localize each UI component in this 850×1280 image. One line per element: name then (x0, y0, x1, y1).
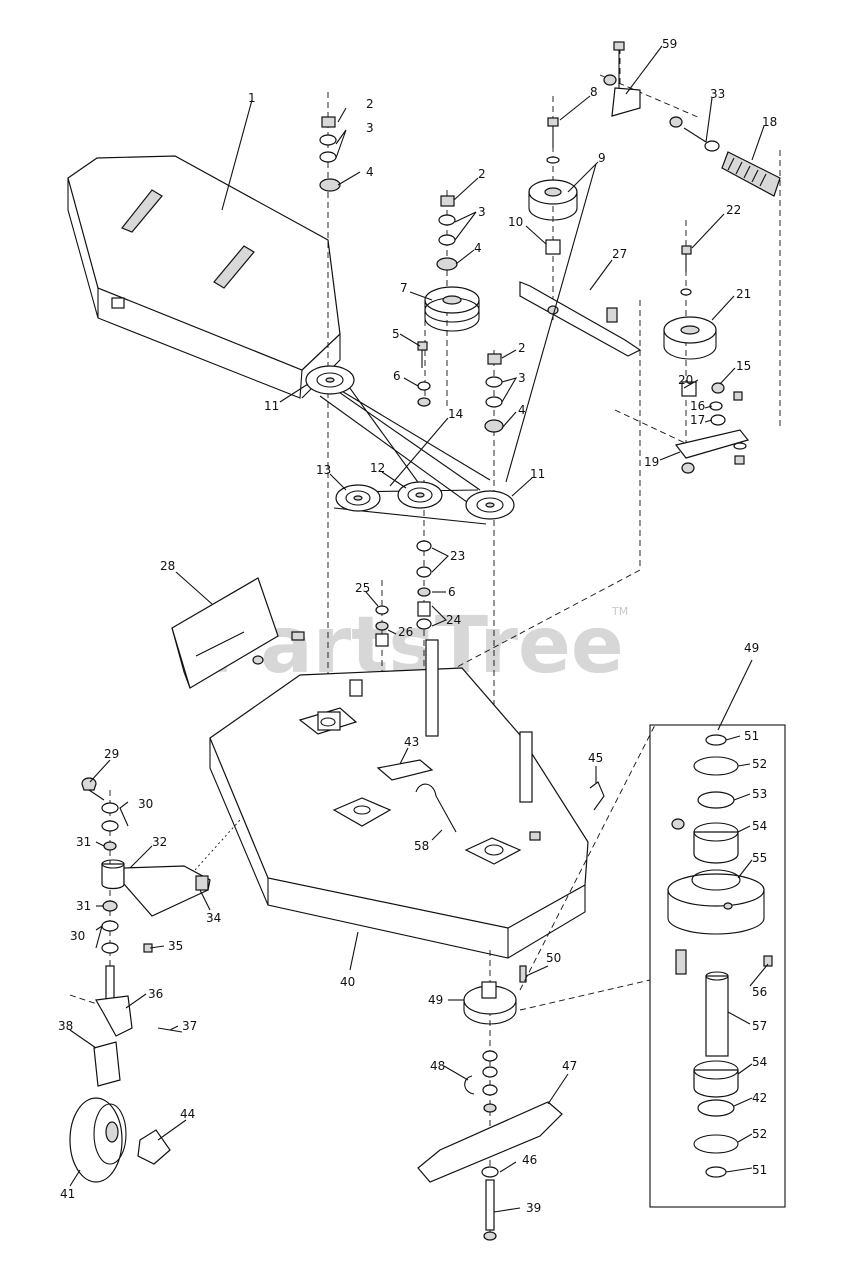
callout-34: 34 (206, 911, 221, 925)
callout-30: 30 (70, 929, 85, 943)
callout-56: 56 (752, 985, 767, 999)
callout-17: 17 (690, 413, 705, 427)
callout-4: 4 (518, 403, 526, 417)
callout-38: 38 (58, 1019, 73, 1033)
callout-44: 44 (180, 1107, 195, 1121)
callout-55: 55 (752, 851, 767, 865)
callout-54: 54 (752, 819, 767, 833)
watermark-trademark: TM (611, 605, 628, 618)
callout-8: 8 (590, 85, 598, 99)
callout-19: 19 (644, 455, 659, 469)
blade-spindle-lower (417, 965, 563, 1241)
callout-2: 2 (366, 97, 374, 111)
callout-3: 3 (366, 121, 374, 135)
callout-23: 23 (450, 549, 465, 563)
callout-13: 13 (316, 463, 331, 477)
callout-50: 50 (546, 951, 561, 965)
callout-12: 12 (370, 461, 385, 475)
callout-14: 14 (448, 407, 463, 421)
callout-54: 54 (752, 1055, 767, 1069)
callout-40: 40 (340, 975, 355, 989)
callout-20: 20 (678, 373, 693, 387)
callout-24: 24 (446, 613, 461, 627)
callout-2: 2 (478, 167, 486, 181)
callout-10: 10 (508, 215, 523, 229)
callout-53: 53 (752, 787, 767, 801)
callout-21: 21 (736, 287, 751, 301)
callout-58: 58 (414, 839, 429, 853)
callout-43: 43 (404, 735, 419, 749)
callout-11: 11 (530, 467, 545, 481)
leader-lines (69, 45, 769, 1213)
callout-42: 42 (752, 1091, 767, 1105)
callout-16: 16 (690, 399, 705, 413)
callout-27: 27 (612, 247, 627, 261)
callout-31: 31 (76, 835, 91, 849)
callout-1: 1 (248, 91, 256, 105)
callout-51: 51 (752, 1163, 767, 1177)
discharge-deflector (171, 577, 305, 689)
belt-and-pulleys (305, 365, 515, 525)
callout-52: 52 (752, 757, 767, 771)
callout-7: 7 (400, 281, 408, 295)
callout-35: 35 (168, 939, 183, 953)
callout-9: 9 (598, 151, 606, 165)
callout-30: 30 (138, 797, 153, 811)
callout-39: 39 (526, 1201, 541, 1215)
callout-45: 45 (588, 751, 603, 765)
callout-5: 5 (392, 327, 400, 341)
callout-47: 47 (562, 1059, 577, 1073)
callout-31: 31 (76, 899, 91, 913)
callout-6: 6 (448, 585, 456, 599)
callout-29: 29 (104, 747, 119, 761)
idler-assembly-top (528, 41, 781, 255)
idler-assembly-right (663, 245, 750, 474)
callout-labels: 1 2 3 4 2 3 4 7 5 6 2 3 4 11 14 13 12 11… (58, 37, 777, 1215)
belt-cover (67, 155, 341, 399)
callout-4: 4 (474, 241, 482, 255)
callout-28: 28 (160, 559, 175, 573)
callout-26: 26 (398, 625, 413, 639)
callout-36: 36 (148, 987, 163, 1001)
mower-deck-housing (209, 639, 605, 959)
spindle-detail-box (519, 724, 786, 1208)
callout-11: 11 (264, 399, 279, 413)
callout-46: 46 (522, 1153, 537, 1167)
caster-wheel-assembly (69, 777, 211, 1183)
bolt-and-washers (417, 341, 431, 407)
callout-49: 49 (428, 993, 443, 1007)
callout-59: 59 (662, 37, 677, 51)
callout-37: 37 (182, 1019, 197, 1033)
callout-6: 6 (393, 369, 401, 383)
callout-33: 33 (710, 87, 725, 101)
callout-25: 25 (355, 581, 370, 595)
spindle-stack-right (484, 353, 504, 433)
callout-18: 18 (762, 115, 777, 129)
callout-32: 32 (152, 835, 167, 849)
callout-2: 2 (518, 341, 526, 355)
spindle-nut-stack-left (319, 116, 341, 192)
callout-51: 51 (744, 729, 759, 743)
callout-3: 3 (478, 205, 486, 219)
callout-41: 41 (60, 1187, 75, 1201)
callout-57: 57 (752, 1019, 767, 1033)
callout-15: 15 (736, 359, 751, 373)
spindle-stack-center (424, 195, 480, 332)
idler-bracket (519, 281, 642, 357)
callout-52: 52 (752, 1127, 767, 1141)
callout-4: 4 (366, 165, 374, 179)
callout-3: 3 (518, 371, 526, 385)
callout-49: 49 (744, 641, 759, 655)
callout-48: 48 (430, 1059, 445, 1073)
bearing-stacks (375, 540, 432, 647)
callout-22: 22 (726, 203, 741, 217)
